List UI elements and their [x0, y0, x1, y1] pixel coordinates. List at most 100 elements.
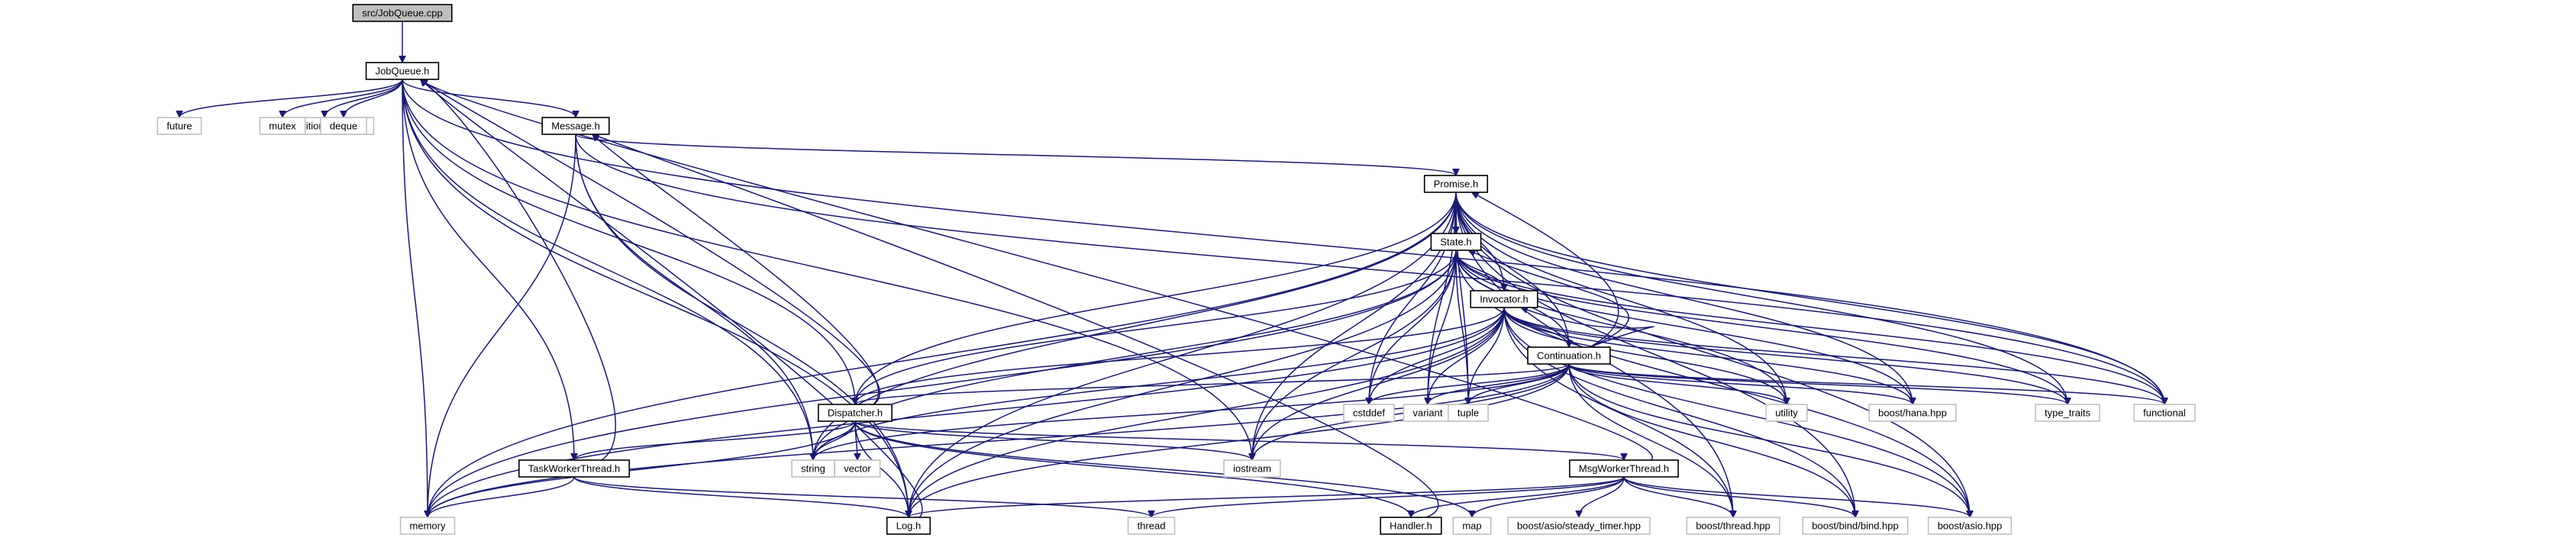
edge-State_h-to-boost_hana — [1455, 250, 1913, 404]
edge-JobQueue_h-to-iostream — [402, 79, 1252, 460]
node-box — [1927, 517, 2013, 535]
edge-Continuation_h-to-boost_hana — [1568, 363, 1913, 405]
node-Log_h[interactable]: Log.h — [886, 517, 931, 535]
edge-Continuation_h-to-utility — [1568, 363, 1787, 405]
node-label: map — [1462, 520, 1481, 532]
edge-Continuation_h-to-boost_thread — [1568, 363, 1733, 517]
edge-Continuation_h-to-memory — [428, 363, 1570, 517]
node-box[interactable] — [365, 62, 440, 80]
edge-JobQueue_h-to-memory — [402, 79, 428, 517]
node-box[interactable] — [518, 459, 631, 478]
node-box — [1223, 459, 1281, 478]
node-memory: memory — [399, 517, 456, 535]
node-label: JobQueue.h — [376, 66, 430, 77]
node-label: type_traits — [2045, 407, 2090, 419]
node-iostream: iostream — [1223, 459, 1281, 478]
edge-State_h-to-memory — [428, 250, 1457, 517]
node-Continuation_h[interactable]: Continuation.h — [1527, 346, 1611, 365]
node-box[interactable] — [1423, 175, 1489, 193]
node-tuple: tuple — [1448, 404, 1489, 422]
edge-Invocator_h-to-utility — [1503, 307, 1787, 404]
edge-Invocator_h-to-string — [813, 307, 1505, 460]
node-box[interactable] — [1527, 346, 1611, 365]
node-box[interactable] — [1470, 290, 1538, 308]
node-box[interactable] — [352, 4, 453, 22]
node-label: State.h — [1440, 237, 1471, 248]
node-label: mutex — [269, 121, 296, 132]
node-variant: variant — [1403, 404, 1453, 422]
node-label: boost/bind/bind.hpp — [1812, 520, 1898, 532]
node-utility: utility — [1765, 404, 1808, 422]
edge-MsgWorkerThread_h-to-boost_asio — [1623, 476, 1970, 518]
edge-Log_h-to-JobQueue_h — [421, 79, 923, 518]
node-mutex: mutex — [259, 117, 306, 135]
edge-Continuation_h-to-boost_asio — [1568, 363, 1970, 517]
nodes-layer: src/JobQueue.cppJobQueue.hcondition_vari… — [157, 4, 2196, 535]
edge-JobQueue_h-to-string — [402, 79, 813, 460]
edge-Dispatcher_h-to-Message_h — [592, 134, 880, 405]
node-Dispatcher_h[interactable]: Dispatcher.h — [818, 404, 893, 422]
node-box — [1686, 517, 1780, 535]
edge-Dispatcher_h-to-TaskWorkerThread_h — [574, 420, 856, 461]
node-Handler_h[interactable]: Handler.h — [1380, 517, 1442, 535]
edge-MsgWorkerThread_h-to-Handler_h — [1411, 476, 1625, 518]
edge-State_h-to-Log_h — [909, 250, 1457, 517]
edges-layer — [179, 21, 2164, 518]
edge-Invocator_h-to-Log_h — [909, 307, 1505, 517]
node-map: map — [1452, 517, 1492, 535]
edge-Invocator_h-to-boost_hana — [1503, 307, 1913, 405]
edge-Invocator_h-to-boost_thread — [1503, 307, 1733, 517]
edge-Promise_h-to-boost_bind — [1455, 192, 1855, 517]
node-box — [1343, 404, 1395, 422]
edge-Promise_h-to-Log_h — [909, 192, 1457, 517]
node-src_JobQueue_cpp[interactable]: src/JobQueue.cpp — [352, 4, 453, 22]
node-boost_steady_timer: boost/asio/steady_timer.hpp — [1507, 517, 1651, 535]
edge-JobQueue_h-to-TaskWorkerThread_h — [402, 79, 574, 460]
node-JobQueue_h[interactable]: JobQueue.h — [365, 62, 440, 80]
node-Promise_h[interactable]: Promise.h — [1423, 175, 1489, 193]
edge-State_h-to-cstddef — [1369, 250, 1457, 404]
node-box[interactable] — [886, 517, 931, 535]
edge-Dispatcher_h-to-map — [854, 420, 1472, 518]
node-label: iostream — [1233, 463, 1271, 475]
node-box[interactable] — [1430, 233, 1482, 251]
node-label: Handler.h — [1390, 520, 1432, 532]
node-label: utility — [1775, 407, 1798, 419]
node-boost_thread: boost/thread.hpp — [1686, 517, 1780, 535]
edge-State_h-to-Invocator_h — [1455, 250, 1504, 291]
edge-Continuation_h-to-boost_bind — [1568, 363, 1855, 517]
node-State_h[interactable]: State.h — [1430, 233, 1482, 251]
node-box[interactable] — [1380, 517, 1442, 535]
node-MsgWorkerThread_h[interactable]: MsgWorkerThread.h — [1569, 459, 1679, 478]
node-Invocator_h[interactable]: Invocator.h — [1470, 290, 1538, 308]
edge-JobQueue_h-to-deque — [344, 79, 403, 118]
edge-MsgWorkerThread_h-to-boost_bind — [1623, 476, 1855, 518]
edge-Message_h-to-functional — [575, 134, 2164, 404]
node-box[interactable] — [818, 404, 893, 422]
edge-Dispatcher_h-to-memory — [428, 420, 856, 518]
node-label: boost/thread.hpp — [1696, 520, 1771, 532]
edge-Continuation_h-to-State_h — [1468, 250, 1630, 348]
edge-State_h-to-type_traits — [1455, 250, 2068, 404]
edge-JobQueue_h-to-mutex — [282, 79, 403, 118]
node-TaskWorkerThread_h[interactable]: TaskWorkerThread.h — [518, 459, 631, 478]
node-box[interactable] — [1569, 459, 1679, 478]
node-boost_bind: boost/bind/bind.hpp — [1802, 517, 1909, 535]
node-type_traits: type_traits — [2035, 404, 2100, 422]
edge-Dispatcher_h-to-Handler_h — [854, 420, 1411, 518]
edge-State_h-to-Dispatcher_h — [855, 250, 1457, 404]
node-box — [157, 117, 202, 135]
edge-JobQueue_h-to-condition_variable — [324, 79, 403, 118]
node-box — [1448, 404, 1489, 422]
node-label: functional — [2143, 407, 2186, 419]
node-label: Promise.h — [1434, 179, 1479, 190]
node-box[interactable] — [541, 117, 610, 135]
node-box — [1127, 517, 1176, 535]
node-label: cstddef — [1353, 407, 1385, 419]
edge-MsgWorkerThread_h-to-boost_steady_timer — [1579, 476, 1625, 518]
edge-Invocator_h-to-cstddef — [1369, 307, 1505, 404]
node-label: variant — [1412, 407, 1442, 419]
edge-JobQueue_h-to-future — [179, 79, 403, 118]
node-Message_h[interactable]: Message.h — [541, 117, 610, 135]
